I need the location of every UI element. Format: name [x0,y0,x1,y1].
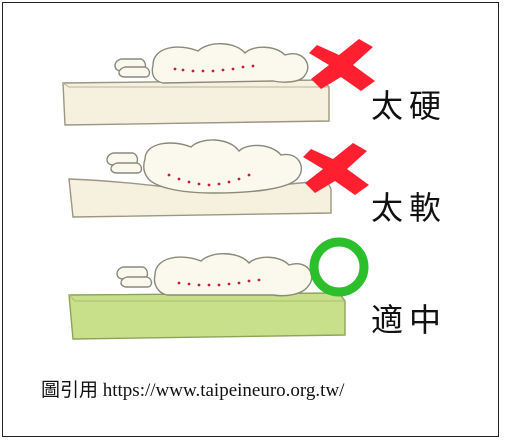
image-credit-caption: 圖引用 https://www.taipeineuro.org.tw/ [41,380,345,401]
lying-figure [114,43,309,84]
just-right-scene [68,237,369,340]
circle-icon [309,237,369,297]
label-too-soft: 太軟 [371,189,448,227]
sinking-figure [106,139,302,194]
cross-icon [303,143,369,195]
panel-just-right: 適中 [3,235,500,345]
panel-too-soft: 太軟 [3,129,500,239]
lying-figure [116,253,313,297]
mattress-medium [68,292,346,340]
spine-dots [173,64,255,73]
too-soft-scene [68,139,369,218]
label-just-right: 適中 [371,301,448,339]
too-hard-scene [62,39,375,126]
panel-too-hard: 太硬 [3,25,500,135]
spine-dots [167,173,251,187]
cross-icon [309,39,375,91]
illustration-frame: 太硬 太軟 [2,2,499,437]
label-too-hard: 太硬 [371,87,448,125]
spine-dots [177,278,261,287]
